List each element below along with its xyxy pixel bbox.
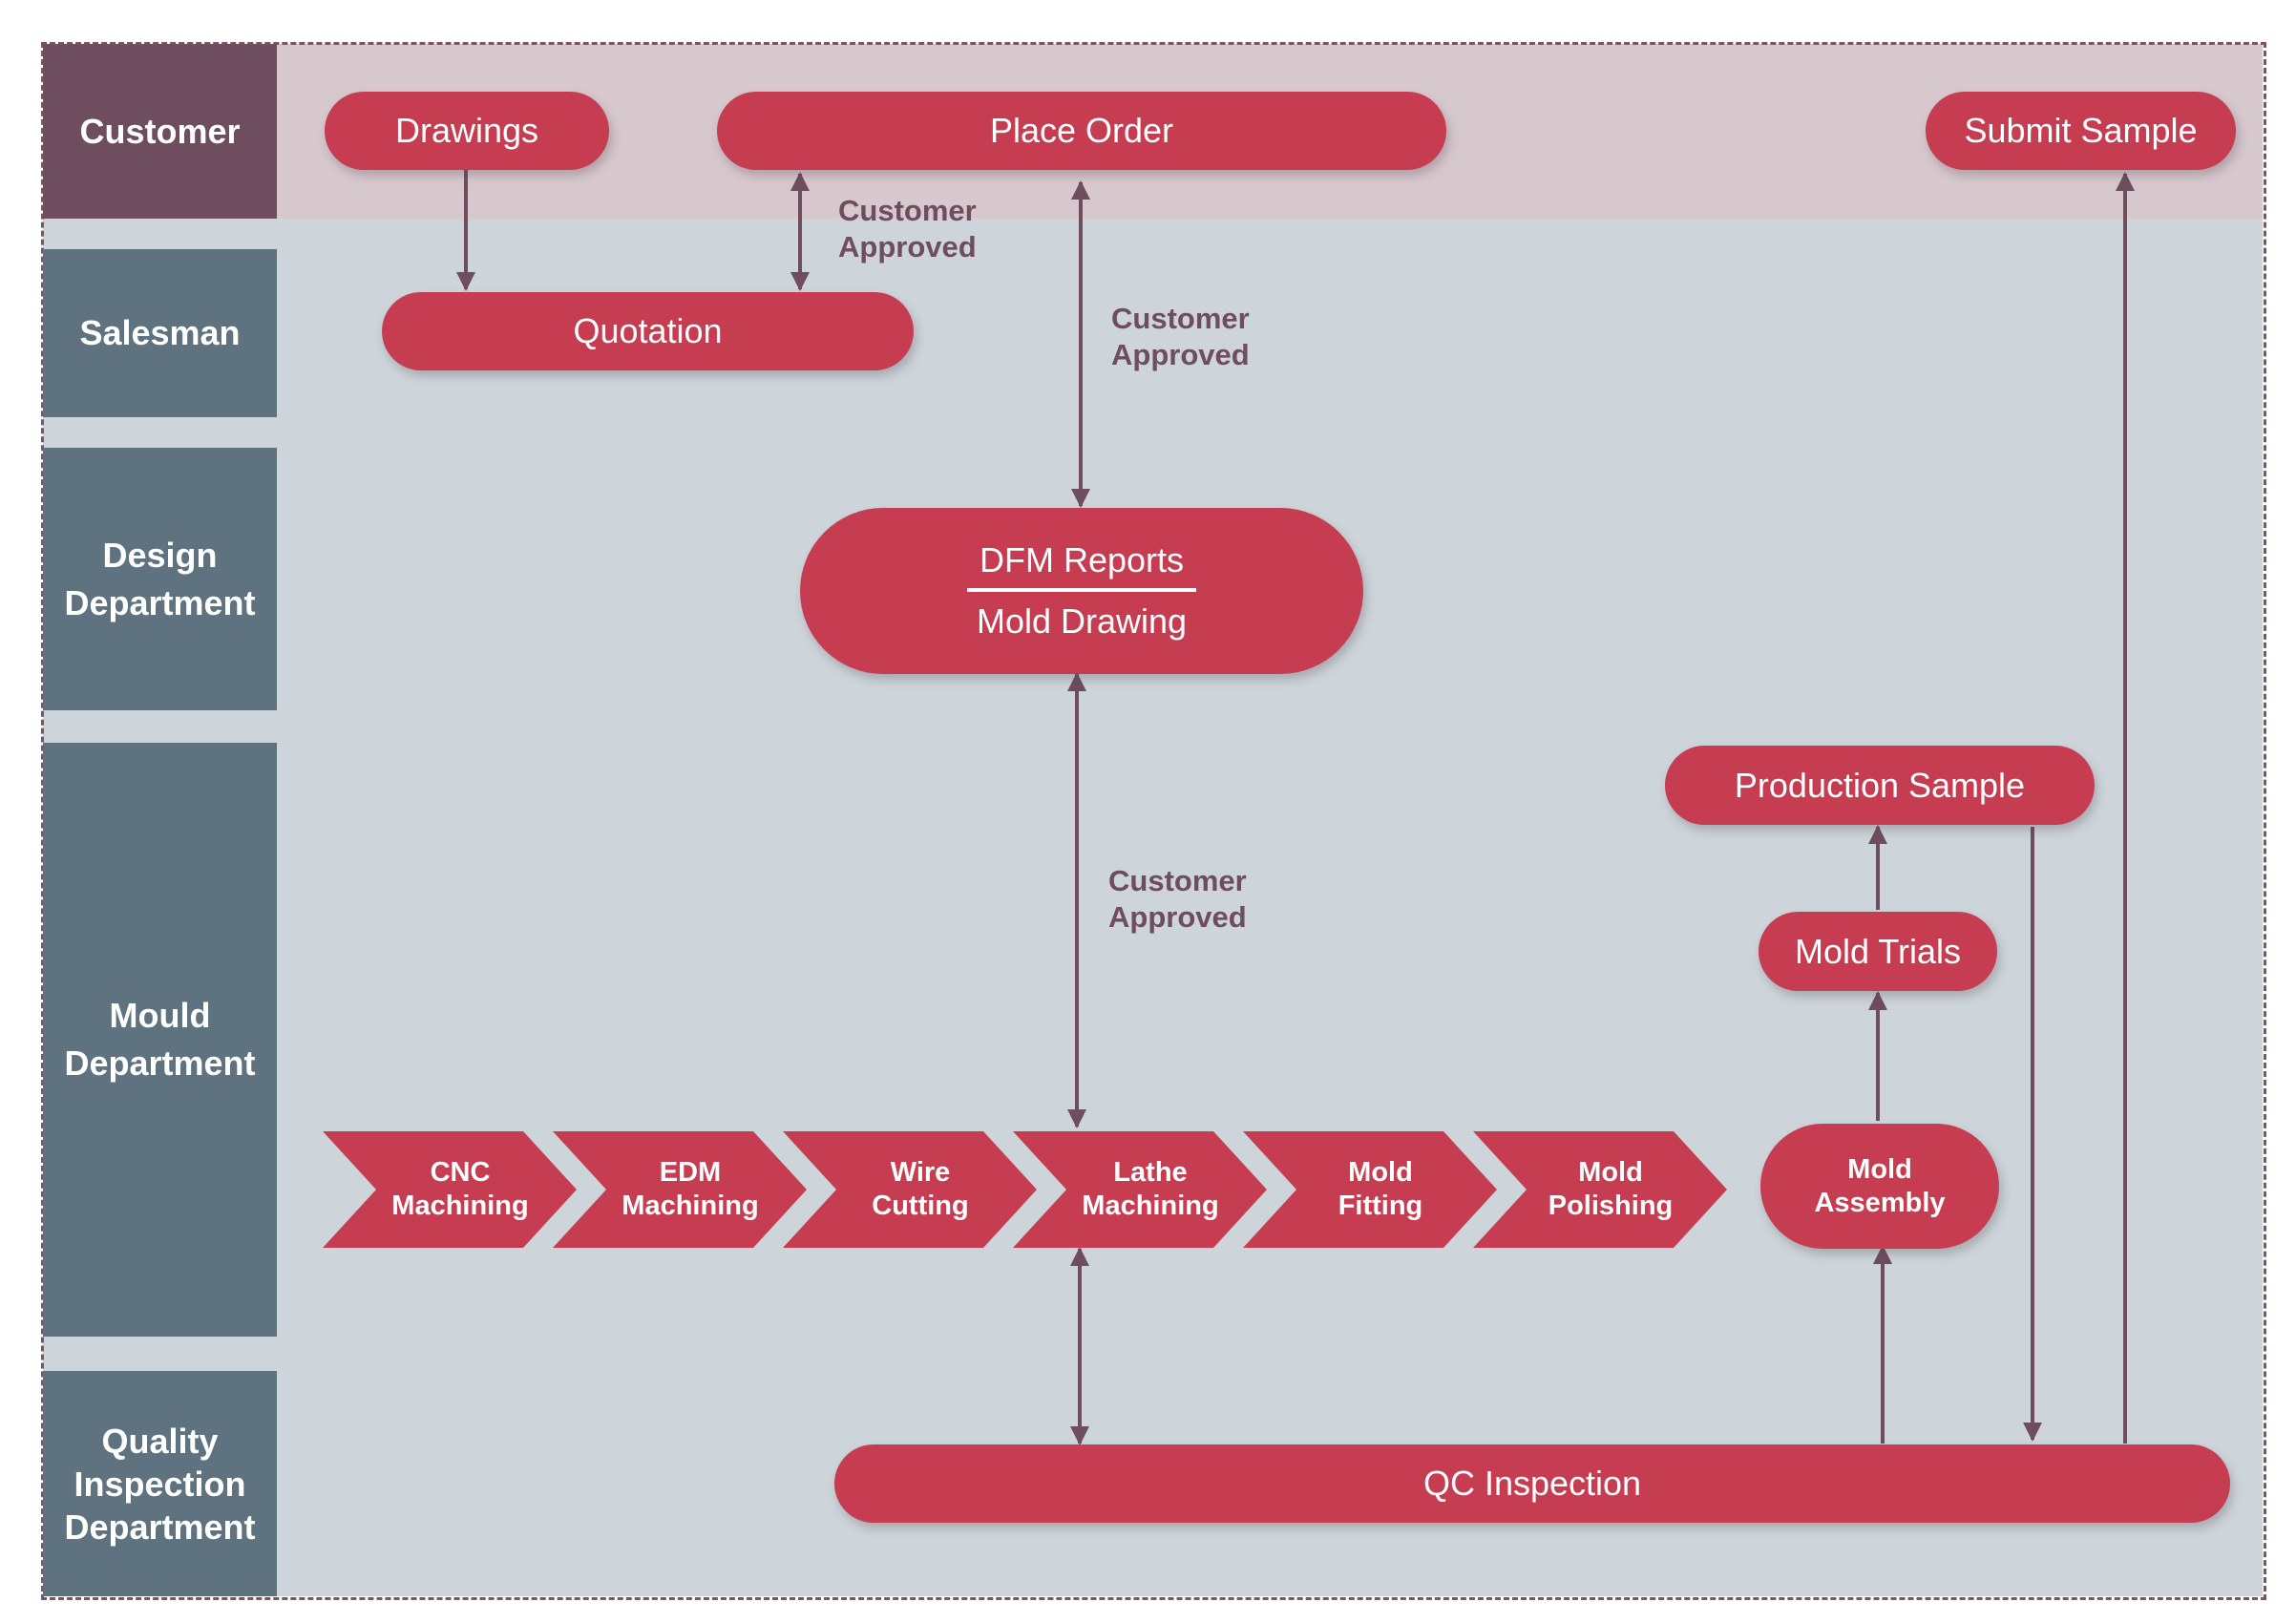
lane-quality-label-line1: Quality	[101, 1421, 219, 1461]
submit-sample-label: Submit Sample	[1964, 111, 2198, 150]
edge-label-line1: Customer	[838, 194, 977, 227]
mold-assembly-label-line1: Mold	[1847, 1153, 1912, 1185]
edge-label-customer-approved-1: Customer Approved	[838, 193, 977, 265]
qc-inspection-label: QC Inspection	[1422, 1464, 1642, 1503]
place-order-node: Place Order	[717, 92, 1446, 170]
qc-inspection-node: QC Inspection	[834, 1444, 2230, 1523]
mold-assembly-label-line2: Assembly	[1814, 1187, 1946, 1218]
main-lanes-band	[43, 219, 2263, 1596]
lane-quality-label-line3: Department	[64, 1507, 256, 1547]
mold-drawing-label: Mold Drawing	[976, 601, 1188, 641]
lane-customer: Customer	[43, 44, 277, 219]
mold-assembly-node: Mold Assembly	[1760, 1124, 1999, 1249]
process-step-label-line1: EDM	[659, 1157, 722, 1188]
process-step-label-line1: Mold	[1578, 1157, 1643, 1188]
lane-mould-label-line1: Mould	[109, 996, 211, 1035]
lane-design-label-line2: Department	[64, 582, 256, 622]
production-sample-node: Production Sample	[1665, 746, 2095, 825]
process-step-label-line2: Cutting	[872, 1191, 969, 1221]
edge-label-line1: Customer	[1111, 302, 1250, 335]
process-step-label-line1: CNC	[430, 1157, 491, 1188]
process-step-label-line2: Machining	[391, 1191, 529, 1221]
lane-design-department: Design Department	[43, 448, 277, 710]
lane-design-label-line1: Design	[102, 535, 218, 575]
lane-customer-label: Customer	[79, 111, 241, 151]
lane-salesman: Salesman	[43, 249, 277, 417]
mold-trials-label: Mold Trials	[1794, 931, 1962, 971]
drawings-node: Drawings	[325, 92, 609, 170]
lane-mould-department: Mould Department	[43, 743, 277, 1337]
quotation-label: Quotation	[573, 311, 723, 350]
edge-label-line2: Approved	[1111, 338, 1250, 371]
diagram-frame	[41, 42, 2266, 1600]
edge-label-line2: Approved	[838, 230, 977, 263]
process-step-label-line1: Lathe	[1113, 1157, 1188, 1188]
process-step-label-line1: Mold	[1348, 1157, 1413, 1188]
dfm-reports-label: DFM Reports	[967, 540, 1196, 592]
production-sample-label: Production Sample	[1734, 765, 2026, 805]
process-step-label-line1: Wire	[890, 1157, 951, 1188]
lane-salesman-label: Salesman	[79, 313, 241, 352]
mold-trials-node: Mold Trials	[1759, 912, 1997, 991]
edge-label-line1: Customer	[1108, 864, 1247, 897]
edge-label-customer-approved-2: Customer Approved	[1111, 301, 1250, 373]
edge-label-line2: Approved	[1108, 900, 1247, 934]
edge-label-customer-approved-3: Customer Approved	[1108, 863, 1247, 936]
process-step-label-line2: Polishing	[1548, 1191, 1674, 1221]
process-step-label-line2: Machining	[1082, 1191, 1219, 1221]
dfm-reports-mold-drawing-node: DFM Reports Mold Drawing	[800, 508, 1363, 674]
submit-sample-node: Submit Sample	[1926, 92, 2236, 170]
process-step-label-line2: Machining	[621, 1191, 759, 1221]
lane-mould-label-line2: Department	[64, 1043, 256, 1083]
process-step-label-line2: Fitting	[1338, 1191, 1423, 1221]
lane-quality-inspection-department: Quality Inspection Department	[43, 1371, 277, 1596]
lane-quality-label-line2: Inspection	[74, 1464, 246, 1504]
quotation-node: Quotation	[382, 292, 914, 370]
drawings-label: Drawings	[394, 111, 539, 150]
place-order-label: Place Order	[989, 111, 1174, 150]
